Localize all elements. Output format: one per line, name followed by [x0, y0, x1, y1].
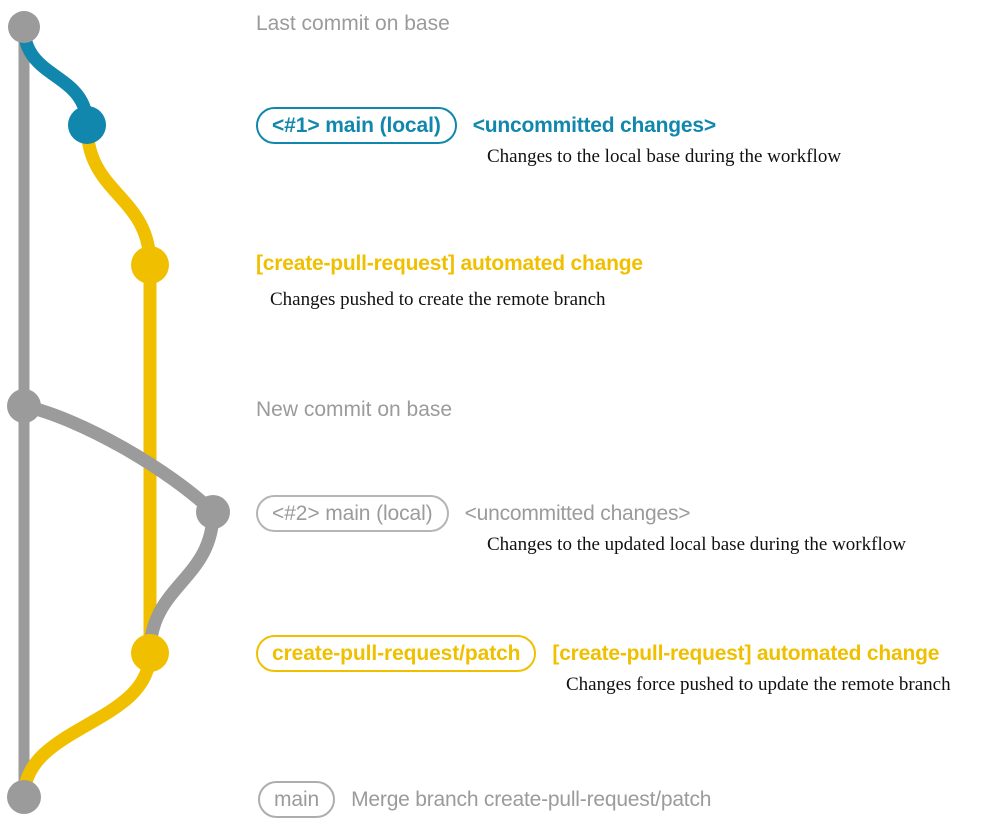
- entry-patch-1: [create-pull-request] automated change: [256, 252, 643, 276]
- entry-merge: main Merge branch create-pull-request/pa…: [258, 781, 711, 818]
- commit-node-local-uncommitted-2[interactable]: [196, 495, 230, 529]
- commit-node-base-new-commit[interactable]: [7, 389, 41, 423]
- note-patch-2: Changes force pushed to update the remot…: [566, 674, 951, 695]
- entry-local-1: <#1> main (local) <uncommitted changes>: [256, 107, 716, 144]
- edge-base-to-local-2: [17, 399, 220, 519]
- ref-pill-main-local-2[interactable]: <#2> main (local): [256, 495, 449, 532]
- ref-pill-create-pull-request-patch[interactable]: create-pull-request/patch: [256, 635, 537, 672]
- edge-local-1-to-patch-1: [80, 118, 157, 272]
- entry-patch-2: create-pull-request/patch [create-pull-r…: [256, 635, 939, 672]
- headline-new-commit-on-base: New commit on base: [256, 398, 453, 421]
- subject-patch-2: [create-pull-request] automated change: [552, 641, 940, 665]
- subject-merge: Merge branch create-pull-request/patch: [351, 787, 712, 811]
- edge-patch-2-to-merge: [17, 646, 157, 804]
- note-local-1: Changes to the local base during the wor…: [487, 146, 842, 167]
- ref-pill-main[interactable]: main: [258, 781, 336, 818]
- subject-patch-1: [create-pull-request] automated change: [256, 252, 643, 275]
- commit-node-patch-commit-2[interactable]: [131, 634, 169, 672]
- edge-local-2-to-patch-2: [143, 505, 220, 660]
- commit-node-base-last-commit[interactable]: [8, 11, 40, 43]
- subject-local-2: <uncommitted changes>: [464, 501, 691, 525]
- entry-local-2: <#2> main (local) <uncommitted changes>: [256, 495, 691, 532]
- ref-pill-main-local-1[interactable]: <#1> main (local): [256, 107, 457, 144]
- subject-local-1: <uncommitted changes>: [472, 113, 716, 137]
- commit-nodes: [7, 11, 230, 814]
- commit-node-base-merge-commit[interactable]: [7, 780, 41, 814]
- note-local-2: Changes to the updated local base during…: [487, 534, 906, 555]
- note-patch-1: Changes pushed to create the remote bran…: [270, 289, 606, 310]
- headline-last-commit-on-base: Last commit on base: [256, 12, 450, 35]
- commit-node-local-uncommitted-1[interactable]: [68, 106, 106, 144]
- commit-node-patch-commit-1[interactable]: [131, 246, 169, 284]
